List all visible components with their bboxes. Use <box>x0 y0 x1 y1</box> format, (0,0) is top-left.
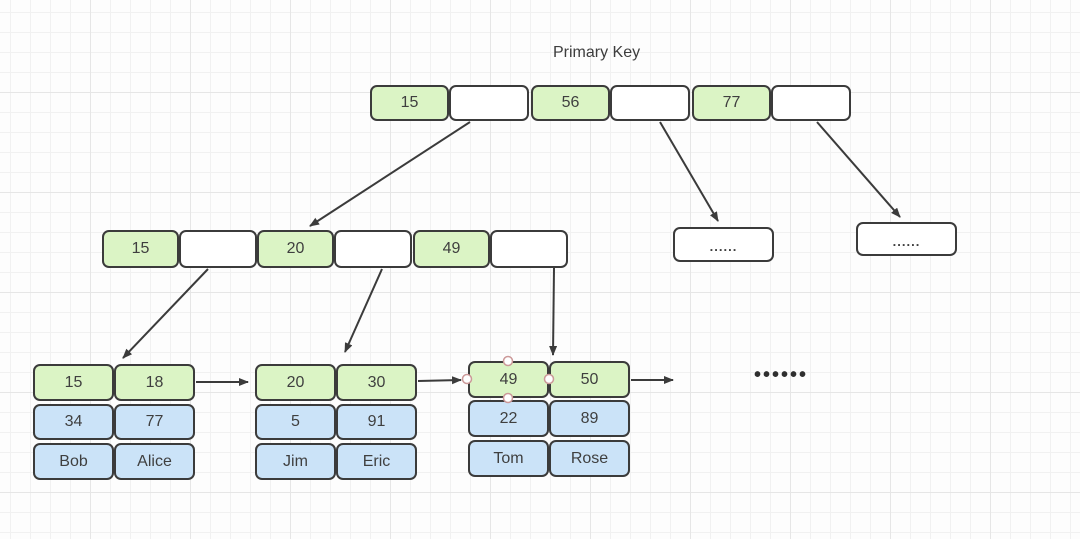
overflow-node-right[interactable]: ...... <box>856 222 957 256</box>
root-key-cell[interactable]: 56 <box>531 85 610 121</box>
leaf-id-cell[interactable]: 34 <box>33 404 114 440</box>
leaf-id-cell[interactable]: 77 <box>114 404 195 440</box>
leaf-name-cell[interactable]: Rose <box>549 440 630 477</box>
root-pointer-cell[interactable] <box>771 85 851 121</box>
overflow-node-left[interactable]: ...... <box>673 227 774 262</box>
root-key-cell[interactable]: 77 <box>692 85 771 121</box>
root-key-cell[interactable]: 15 <box>370 85 449 121</box>
arrow-internal-to-leaf3[interactable] <box>549 267 558 356</box>
internal-key-cell[interactable]: 20 <box>257 230 334 268</box>
arrow-root-to-overflow-right[interactable] <box>816 121 901 218</box>
leaf-name-cell[interactable]: Eric <box>336 443 417 480</box>
primary-key-label: Primary Key <box>553 44 641 61</box>
leaf-id-cell[interactable]: 89 <box>549 400 630 437</box>
arrow-root-to-overflow-left[interactable] <box>659 121 719 222</box>
leaf-name-cell[interactable]: Tom <box>468 440 549 477</box>
arrow-leaf2-to-leaf3[interactable] <box>417 376 462 385</box>
arrow-root-to-internal[interactable] <box>309 121 471 227</box>
leaf-key-cell-selected[interactable]: 49 <box>468 361 549 398</box>
leaf-id-cell[interactable]: 5 <box>255 404 336 440</box>
leaf-key-cell[interactable]: 30 <box>336 364 417 401</box>
leaf-id-cell[interactable]: 91 <box>336 404 417 440</box>
leaf-key-cell[interactable]: 20 <box>255 364 336 401</box>
leaf-name-cell[interactable]: Alice <box>114 443 195 480</box>
internal-pointer-cell[interactable] <box>490 230 568 268</box>
leaf-chain-ellipsis: •••••• <box>754 364 809 386</box>
leaf-name-cell[interactable]: Jim <box>255 443 336 480</box>
internal-pointer-cell[interactable] <box>334 230 412 268</box>
leaf-id-cell[interactable]: 22 <box>468 400 549 437</box>
leaf-key-cell[interactable]: 50 <box>549 361 630 398</box>
leaf-key-cell[interactable]: 18 <box>114 364 195 401</box>
internal-key-cell[interactable]: 15 <box>102 230 179 268</box>
leaf-key-cell[interactable]: 15 <box>33 364 114 401</box>
arrow-internal-to-leaf1[interactable] <box>122 268 209 359</box>
root-pointer-cell[interactable] <box>610 85 690 121</box>
internal-pointer-cell[interactable] <box>179 230 257 268</box>
internal-key-cell[interactable]: 49 <box>413 230 490 268</box>
leaf-name-cell[interactable]: Bob <box>33 443 114 480</box>
arrow-internal-to-leaf2[interactable] <box>344 268 383 353</box>
root-pointer-cell[interactable] <box>449 85 529 121</box>
